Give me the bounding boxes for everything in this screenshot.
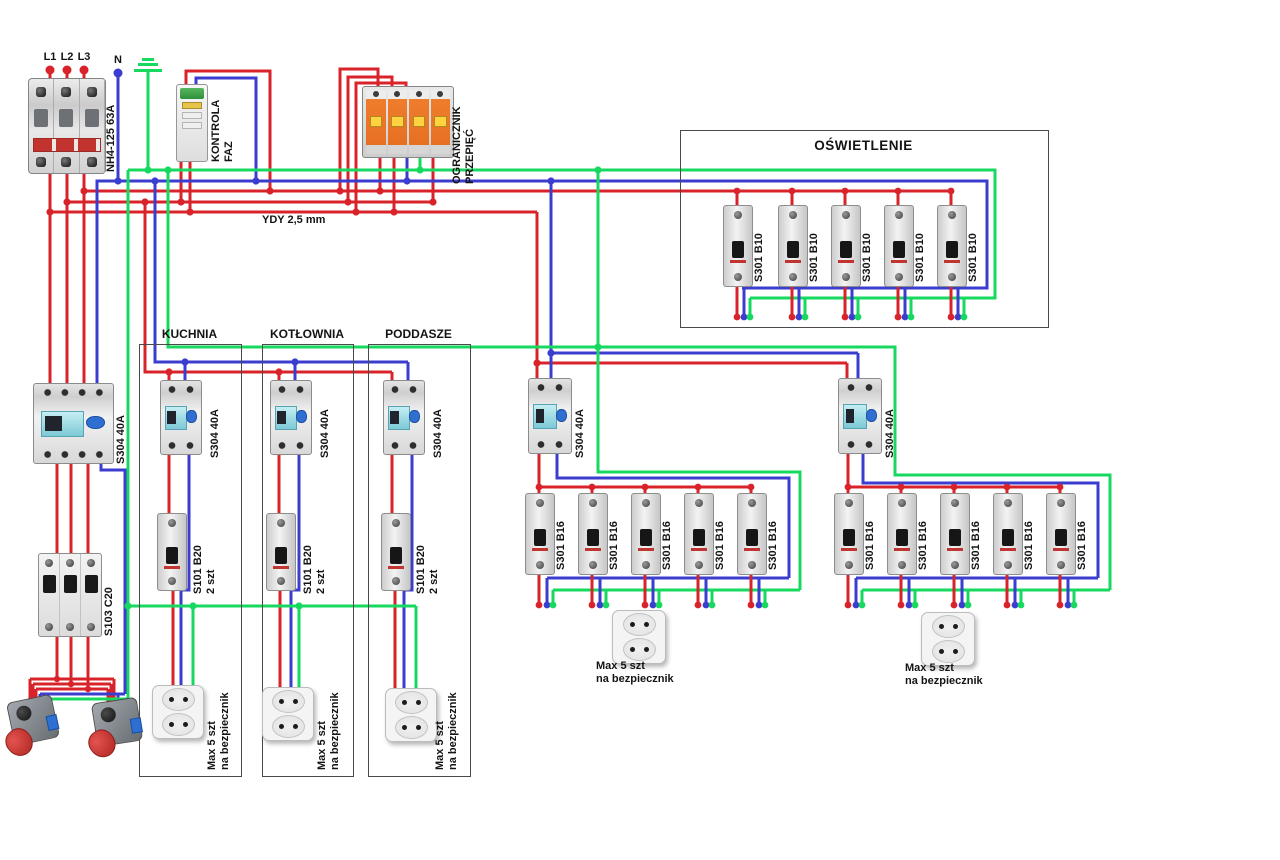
group-breaker-label: S301 B16 xyxy=(555,521,567,570)
group-breaker-label: S301 B16 xyxy=(1076,521,1088,570)
room-rcd-device xyxy=(383,380,425,455)
group-socket xyxy=(921,612,975,666)
cable-label: YDY 2,5 mm xyxy=(262,214,326,226)
lighting-breaker xyxy=(723,205,753,287)
room-socket-note: Max 5 szt na bezpiecznik xyxy=(316,692,342,770)
group-breaker-label: S301 B16 xyxy=(608,521,620,570)
main-switch-device xyxy=(28,78,106,174)
lighting-breaker-label: S301 B10 xyxy=(914,233,926,282)
group-breaker-label: S301 B16 xyxy=(1023,521,1035,570)
lighting-breaker xyxy=(937,205,967,287)
group-breaker-device xyxy=(684,493,714,575)
group-breaker-label: S301 B16 xyxy=(714,521,726,570)
group-breaker-label: S301 B16 xyxy=(661,521,673,570)
surge-protector-label: OGRANICZNIK PRZEPIĘĆ xyxy=(451,106,477,184)
left-rcd-device xyxy=(33,383,114,464)
room-rcd-device xyxy=(160,380,202,455)
group-breaker-device xyxy=(578,493,608,575)
group-breaker-device xyxy=(525,493,555,575)
three-phase-plug xyxy=(0,693,61,762)
group-breaker-device xyxy=(940,493,970,575)
room-rcd-label: S304 40A xyxy=(432,409,444,458)
three-phase-plug xyxy=(83,696,144,763)
room-box-poddasze xyxy=(368,344,471,777)
room-socket xyxy=(152,685,204,739)
surge-protector-device xyxy=(362,86,454,158)
lighting-breaker-label: S301 B10 xyxy=(753,233,765,282)
group-breaker-device xyxy=(834,493,864,575)
lighting-title: OŚWIETLENIE xyxy=(814,138,913,153)
group-breaker-device xyxy=(631,493,661,575)
room-box-kuchnia xyxy=(139,344,242,777)
group-breaker-device xyxy=(737,493,767,575)
room-breaker-label: S101 B20 2 szt xyxy=(415,545,441,594)
room-breaker-device xyxy=(157,513,187,591)
group-socket xyxy=(612,610,666,664)
phase-label-l2: L2 xyxy=(60,51,74,63)
group-breaker-label: S301 B16 xyxy=(767,521,779,570)
room-socket xyxy=(385,688,437,742)
room-breaker-device xyxy=(381,513,411,591)
group-rcd-label: S304 40A xyxy=(574,409,586,458)
group-breaker-device xyxy=(887,493,917,575)
group-socket-note: Max 5 szt na bezpiecznik xyxy=(905,662,983,688)
room-rcd-label: S304 40A xyxy=(319,409,331,458)
group-breaker-label: S301 B16 xyxy=(864,521,876,570)
group-rcd-device xyxy=(838,378,882,454)
room-title: PODDASZE xyxy=(385,327,452,341)
group-breaker-device xyxy=(993,493,1023,575)
room-breaker-label: S101 B20 2 szt xyxy=(302,545,328,594)
group-breaker-label: S301 B16 xyxy=(917,521,929,570)
lighting-breaker-label: S301 B10 xyxy=(861,233,873,282)
group-breaker-device xyxy=(1046,493,1076,575)
room-breaker-label: S101 B20 2 szt xyxy=(192,545,218,594)
room-breaker-device xyxy=(266,513,296,591)
group-rcd-device xyxy=(528,378,572,454)
phase-label-l1: L1 xyxy=(43,51,57,63)
left-breaker-device xyxy=(38,553,102,637)
room-rcd-device xyxy=(270,380,312,455)
group-breaker-label: S301 B16 xyxy=(970,521,982,570)
room-rcd-label: S304 40A xyxy=(209,409,221,458)
lighting-box xyxy=(680,130,1049,328)
neutral-label: N xyxy=(114,54,122,66)
group-rcd-label: S304 40A xyxy=(884,409,896,458)
main-switch-label: NH4-125 63A xyxy=(105,104,117,172)
room-title: KOTŁOWNIA xyxy=(270,327,344,341)
room-box-kotlownia xyxy=(262,344,354,777)
earth-symbol-icon xyxy=(134,55,162,72)
lighting-breaker xyxy=(831,205,861,287)
left-breaker-label: S103 C20 xyxy=(103,587,115,636)
room-socket-note: Max 5 szt na bezpiecznik xyxy=(206,692,232,770)
phase-label-l3: L3 xyxy=(77,51,91,63)
room-socket-note: Max 5 szt na bezpiecznik xyxy=(434,692,460,770)
phase-control-label: KONTROLA FAZ xyxy=(210,99,236,162)
lighting-breaker-label: S301 B10 xyxy=(967,233,979,282)
lighting-breaker-label: S301 B10 xyxy=(808,233,820,282)
lighting-breaker xyxy=(884,205,914,287)
phase-control-device xyxy=(176,84,208,162)
room-title: KUCHNIA xyxy=(161,327,218,341)
group-socket-note: Max 5 szt na bezpiecznik xyxy=(596,660,674,686)
lighting-breaker xyxy=(778,205,808,287)
left-rcd-label: S304 40A xyxy=(115,415,127,464)
room-socket xyxy=(262,687,314,741)
